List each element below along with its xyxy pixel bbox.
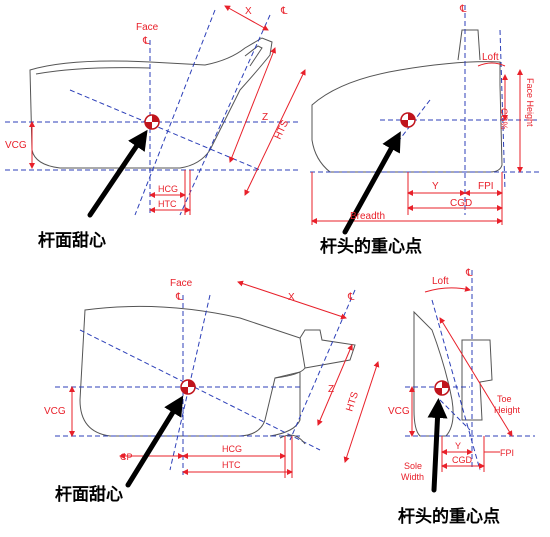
iron-front-view: Face ℄ ℄ X Z HTS VCG CP HCG HTC 杆面甜心 [44, 278, 380, 505]
centerline-label: ℄ [465, 268, 473, 279]
wood-cg-caption: 杆头的重心点 [320, 236, 422, 257]
hcg-label: HCG [158, 184, 178, 194]
y-label: Y [455, 441, 461, 451]
vcg-label: VCG [44, 406, 66, 417]
iron-side-view: Loft ℄ Toe Height VCG Y FPI Sole Width C… [388, 268, 535, 527]
hts-label: HTS [344, 390, 361, 413]
wood-cg-marker [144, 114, 160, 130]
face-label: Face [136, 22, 159, 33]
breadth-label: Breadth [350, 211, 385, 222]
wood-sweet-spot-caption: 杆面甜心 [38, 230, 106, 251]
toe-height-label-2: Height [494, 405, 521, 415]
wood-side-view: ℄ Loft CG% Face Height Y FPI CGD Breadth… [310, 4, 540, 257]
loft-label: Loft [432, 276, 449, 287]
iron-cg-marker [180, 379, 196, 395]
face-height-label: Face Height [525, 78, 535, 127]
cg-percent-label: CG% [499, 108, 509, 130]
iron-head-outline [79, 305, 306, 437]
wood-side-cg-marker [400, 112, 416, 128]
sole-width-label-2: Width [401, 472, 424, 482]
x-label: X [245, 6, 252, 17]
htc-label: HTC [222, 460, 241, 470]
loft-label: Loft [482, 52, 499, 63]
iron-sweet-spot-caption: 杆面甜心 [55, 484, 123, 505]
sole-width-label-1: Sole [404, 461, 422, 471]
iron-cg-caption: 杆头的重心点 [398, 506, 500, 527]
hcg-label: HCG [222, 444, 242, 454]
wood-front-view: Face ℄ ℄ X Z HTS VCG HCG HTC 杆面甜心 [5, 5, 306, 251]
face-label: Face [170, 278, 193, 289]
wood-side-outline [311, 61, 503, 173]
centerline-label-2: ℄ [347, 292, 355, 303]
z-label: Z [262, 112, 268, 123]
vcg-label: VCG [388, 406, 410, 417]
fpi-label: FPI [478, 181, 494, 192]
z-label: Z [328, 384, 334, 395]
centerline-label: ℄ [175, 292, 183, 303]
cgd-label: CGD [450, 198, 472, 209]
toe-height-label-1: Toe [497, 394, 512, 404]
fpi-label: FPI [500, 448, 514, 458]
cgd-label: CGD [452, 455, 473, 465]
cp-label: CP [120, 452, 133, 462]
y-label: Y [432, 181, 439, 192]
htc-label: HTC [158, 199, 177, 209]
centerline-label: ℄ [459, 4, 467, 15]
centerline-label: ℄ [142, 36, 150, 47]
x-label: X [288, 292, 295, 303]
vcg-label: VCG [5, 140, 27, 151]
iron-side-cg-marker [434, 380, 450, 396]
centerline-label-2: ℄ [280, 6, 288, 17]
